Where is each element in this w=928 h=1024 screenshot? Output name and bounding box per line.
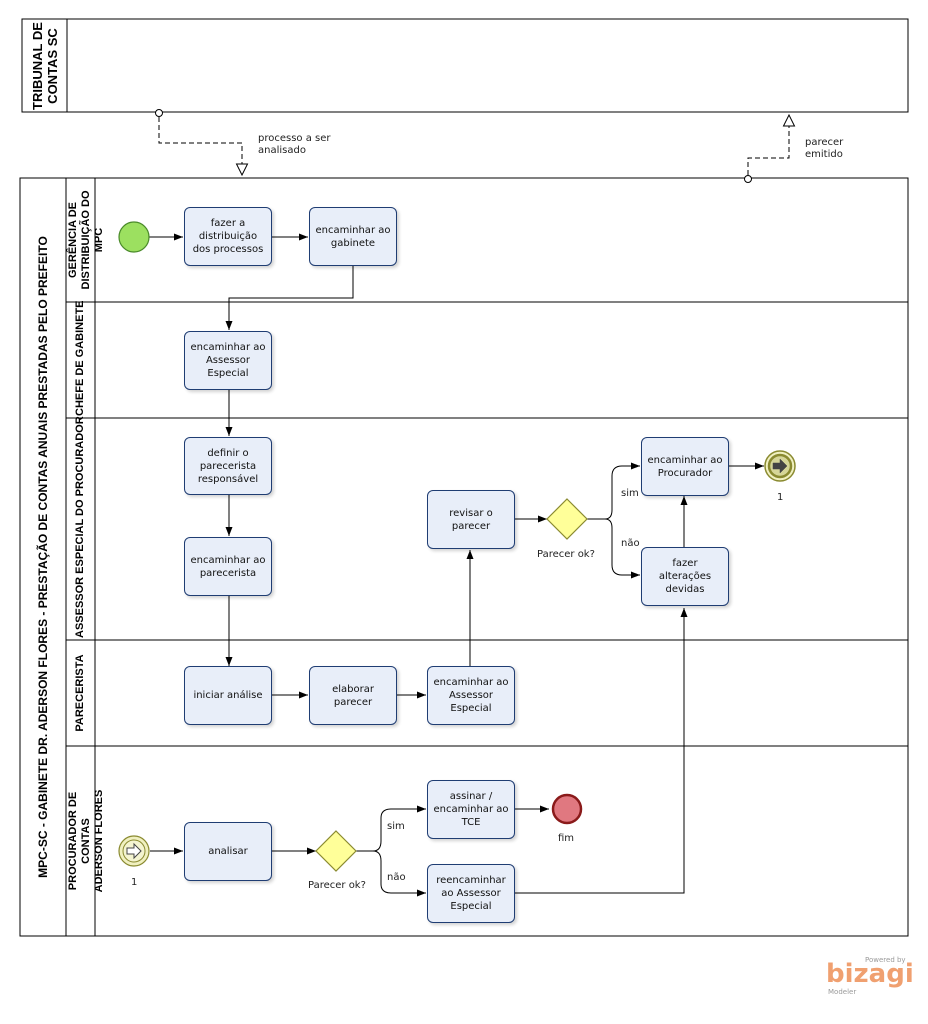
task-analisar[interactable]: analisar (184, 822, 272, 881)
message-flow-to-mpc (158, 117, 249, 177)
label-fim: fim (558, 833, 575, 844)
label-gateway-procurador: Parecer ok? (308, 880, 366, 891)
lane-title-chefe: CHEFE DE GABINETE (74, 300, 86, 416)
pool-tce (21, 18, 909, 113)
pool-title-tce: TRIBUNAL DE CONTAS SC (30, 22, 60, 110)
lane-title-procurador: PROCURADOR DE CONTAS ADERSON FLORES (67, 789, 105, 893)
label-link-catch: 1 (131, 877, 138, 888)
pool-title-mpc: MPC-SC - GABINETE DR. ADERSON FLORES - P… (36, 236, 50, 878)
bizagi-logo: bizagi (826, 959, 914, 989)
task-definir-parecerista[interactable]: definir o parecerista responsável (184, 437, 272, 495)
task-encaminhar-assessor-chefe[interactable]: encaminhar ao Assessor Especial (184, 331, 272, 390)
task-fazer-distribuicao[interactable]: fazer a distribuição dos processos (184, 207, 272, 266)
task-iniciar-analise[interactable]: iniciar análise (184, 666, 272, 725)
label-sim-procurador: sim (387, 821, 405, 832)
label-processo-a-ser-analisado: processo a ser analisado (258, 133, 331, 156)
message-flow-to-tce (747, 113, 796, 175)
task-encaminhar-assessor-parecerista[interactable]: encaminhar ao Assessor Especial (427, 666, 515, 725)
label-gateway-assessor: Parecer ok? (537, 549, 595, 560)
exclusive-gateway-icon[interactable] (546, 498, 588, 540)
logo-product: Modeler (828, 988, 857, 996)
task-assinar-encaminhar[interactable]: assinar / encaminhar ao TCE (427, 780, 515, 839)
flow-nao-assessor (587, 518, 640, 579)
link-throw-event-icon[interactable] (764, 450, 796, 482)
logo-powered-by: Powered by (865, 956, 906, 964)
flow (514, 608, 688, 894)
flow-nao-procurador (356, 850, 426, 897)
lane-title-assessor: ASSESSOR ESPECIAL DO PROCURADOR (74, 416, 86, 638)
flow (225, 266, 354, 330)
lane-title-parecerista: PARECERISTA (74, 654, 86, 732)
task-elaborar-parecer[interactable]: elaborar parecer (309, 666, 397, 725)
link-catch-event-icon[interactable] (118, 835, 150, 867)
exclusive-gateway-icon[interactable] (315, 830, 357, 872)
task-reencaminhar-assessor[interactable]: reencaminhar ao Assessor Especial (427, 864, 515, 923)
task-encaminhar-gabinete[interactable]: encaminhar ao gabinete (309, 207, 397, 266)
label-nao-assessor: não (621, 538, 640, 549)
end-event-icon[interactable] (551, 793, 583, 825)
task-encaminhar-procurador[interactable]: encaminhar ao Procurador (641, 437, 729, 496)
label-link-throw: 1 (777, 492, 784, 503)
task-encaminhar-parecerista[interactable]: encaminhar ao parecerista (184, 537, 272, 596)
label-nao-procurador: não (387, 872, 406, 883)
task-revisar-parecer[interactable]: revisar o parecer (427, 490, 515, 549)
flow-sim-assessor (587, 462, 640, 520)
start-event-icon[interactable] (118, 221, 150, 253)
lane-title-gerencia: GERÊNCIA DE DISTRIBUIÇÃO DO MPC (67, 190, 105, 290)
label-sim-assessor: sim (621, 488, 639, 499)
label-parecer-emitido: parecer emitido (805, 137, 844, 160)
task-fazer-alteracoes[interactable]: fazer alterações devidas (641, 547, 729, 606)
flow-sim-procurador (356, 805, 426, 852)
